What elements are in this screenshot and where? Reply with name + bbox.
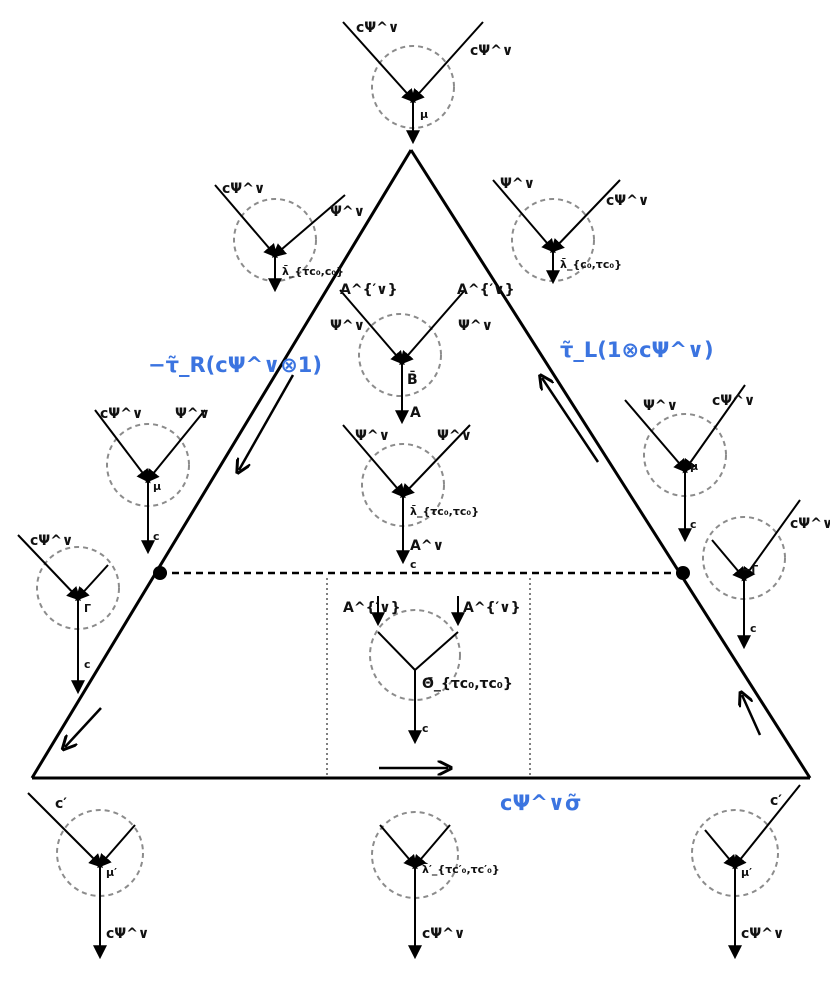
bottom-right-node: μ′: [741, 866, 752, 879]
far-left-node: Γ: [84, 602, 91, 615]
far-right-node: −Γ: [742, 563, 758, 576]
far-right-out: c: [750, 622, 757, 635]
bottom-left-out: cΨ^∨: [106, 926, 149, 942]
mid-right-node: μ: [690, 460, 698, 473]
mid-left-out: c: [153, 530, 160, 543]
left-edge-label: −τ̃_R(cΨ^∨⊗1): [148, 353, 322, 377]
vertex-far-left: cΨ^∨ Γ c: [17, 533, 120, 695]
upper-right-node: λ̄_{c₀,τc₀}: [560, 258, 622, 271]
upper-right-in-left: Ψ^∨: [500, 176, 535, 192]
mid-right-in-right: cΨ^∨: [712, 393, 755, 409]
bottom-left-node: μ′: [106, 866, 117, 879]
bottom-center-out: cΨ^∨: [422, 926, 465, 942]
left-edge: [30, 149, 413, 779]
far-right-in-right: cΨ^∨: [790, 516, 830, 532]
top-in-right: cΨ^∨: [470, 43, 513, 59]
center-bottom-in-left: A^{′∨}: [343, 600, 401, 616]
vertex-far-right: cΨ^∨ −Γ c: [702, 499, 830, 650]
mid-right-out: c: [690, 518, 697, 531]
center-mid-out-top: A^∨: [410, 538, 444, 554]
center-mid-in-left: Ψ^∨: [355, 428, 390, 444]
right-edge: [409, 149, 812, 779]
right-upper-edge-arrow: [542, 378, 600, 463]
center-top-in-right-outer: A^{′∨}: [457, 282, 515, 298]
right-edge-label: τ̃_L(1⊗cΨ^∨): [560, 338, 714, 362]
vertex-bottom-left: c′ μ′ cΨ^∨: [27, 792, 149, 960]
vertex-upper-right: Ψ^∨ cΨ^∨ λ̄_{c₀,τc₀}: [492, 176, 649, 285]
vertex-bottom-center: λ̄′_{τc′₀,τc′₀} cΨ^∨: [371, 811, 500, 960]
upper-left-in-right: Ψ^∨: [330, 204, 365, 220]
right-lower-edge-arrow: [742, 695, 762, 736]
mid-left-in-right: Ψ^∨: [175, 406, 210, 422]
mid-left-node: μ: [153, 480, 161, 493]
bottom-right-out: cΨ^∨: [741, 926, 784, 942]
main-triangle: [30, 149, 812, 780]
vertex-center-bottom: A^{′∨} A^{′∨} Θ̄_{τc₀,τc₀} c: [343, 596, 521, 745]
center-mid-out-bottom: c: [410, 558, 417, 571]
center-top-in-right: Ψ^∨: [458, 318, 493, 334]
vertex-center-mid: Ψ^∨ Ψ^∨ λ̄_{τc₀,τc₀} A^∨ c: [342, 424, 479, 571]
left-lower-edge-arrow: [65, 707, 102, 747]
center-bottom-out: c: [422, 722, 429, 735]
vertex-mid-left: cΨ^∨ Ψ^∨ μ c: [94, 406, 210, 555]
bottom-edge-label: cΨ^∨σ̃: [500, 791, 581, 815]
left-edge-arrow: [239, 374, 295, 470]
center-top-node: B̄: [407, 369, 418, 388]
far-left-in-left: cΨ^∨: [30, 533, 73, 549]
right-node-dot: [676, 566, 690, 580]
left-node-dot: [153, 566, 167, 580]
bottom-left-in-left: c′: [55, 796, 67, 812]
upper-left-node: λ̄_{τc₀,c₀}: [282, 265, 344, 278]
mid-left-in-left: cΨ^∨: [100, 406, 143, 422]
bottom-center-node: λ̄′_{τc′₀,τc′₀}: [422, 863, 500, 876]
center-mid-in-right: Ψ^∨: [437, 428, 472, 444]
mid-right-in-left: Ψ^∨: [643, 398, 678, 414]
top-node: μ: [420, 108, 428, 121]
center-top-out: A: [410, 405, 421, 421]
far-left-out: c: [84, 658, 91, 671]
vertex-upper-left: cΨ^∨ Ψ^∨ λ̄_{τc₀,c₀}: [214, 181, 365, 293]
center-mid-node: λ̄_{τc₀,τc₀}: [410, 505, 479, 518]
top-in-left: cΨ^∨: [356, 20, 399, 36]
vertex-center-top: A^{′∨} A^{′∨} Ψ^∨ Ψ^∨ B̄ A: [330, 282, 515, 425]
upper-right-in-right: cΨ^∨: [606, 193, 649, 209]
center-top-in-left-outer: A^{′∨}: [340, 282, 398, 298]
center-bottom-node: Θ̄_{τc₀,τc₀}: [422, 676, 513, 692]
vertex-bottom-right: c′ μ′ cΨ^∨: [691, 784, 801, 960]
center-bottom-in-right: A^{′∨}: [463, 600, 521, 616]
vertex-top: cΨ^∨ cΨ^∨ μ: [342, 20, 513, 145]
bottom-right-in-right: c′: [770, 793, 782, 809]
center-top-in-left: Ψ^∨: [330, 318, 365, 334]
upper-left-in-left: cΨ^∨: [222, 181, 265, 197]
vertex-mid-right: Ψ^∨ cΨ^∨ μ c: [624, 384, 755, 543]
